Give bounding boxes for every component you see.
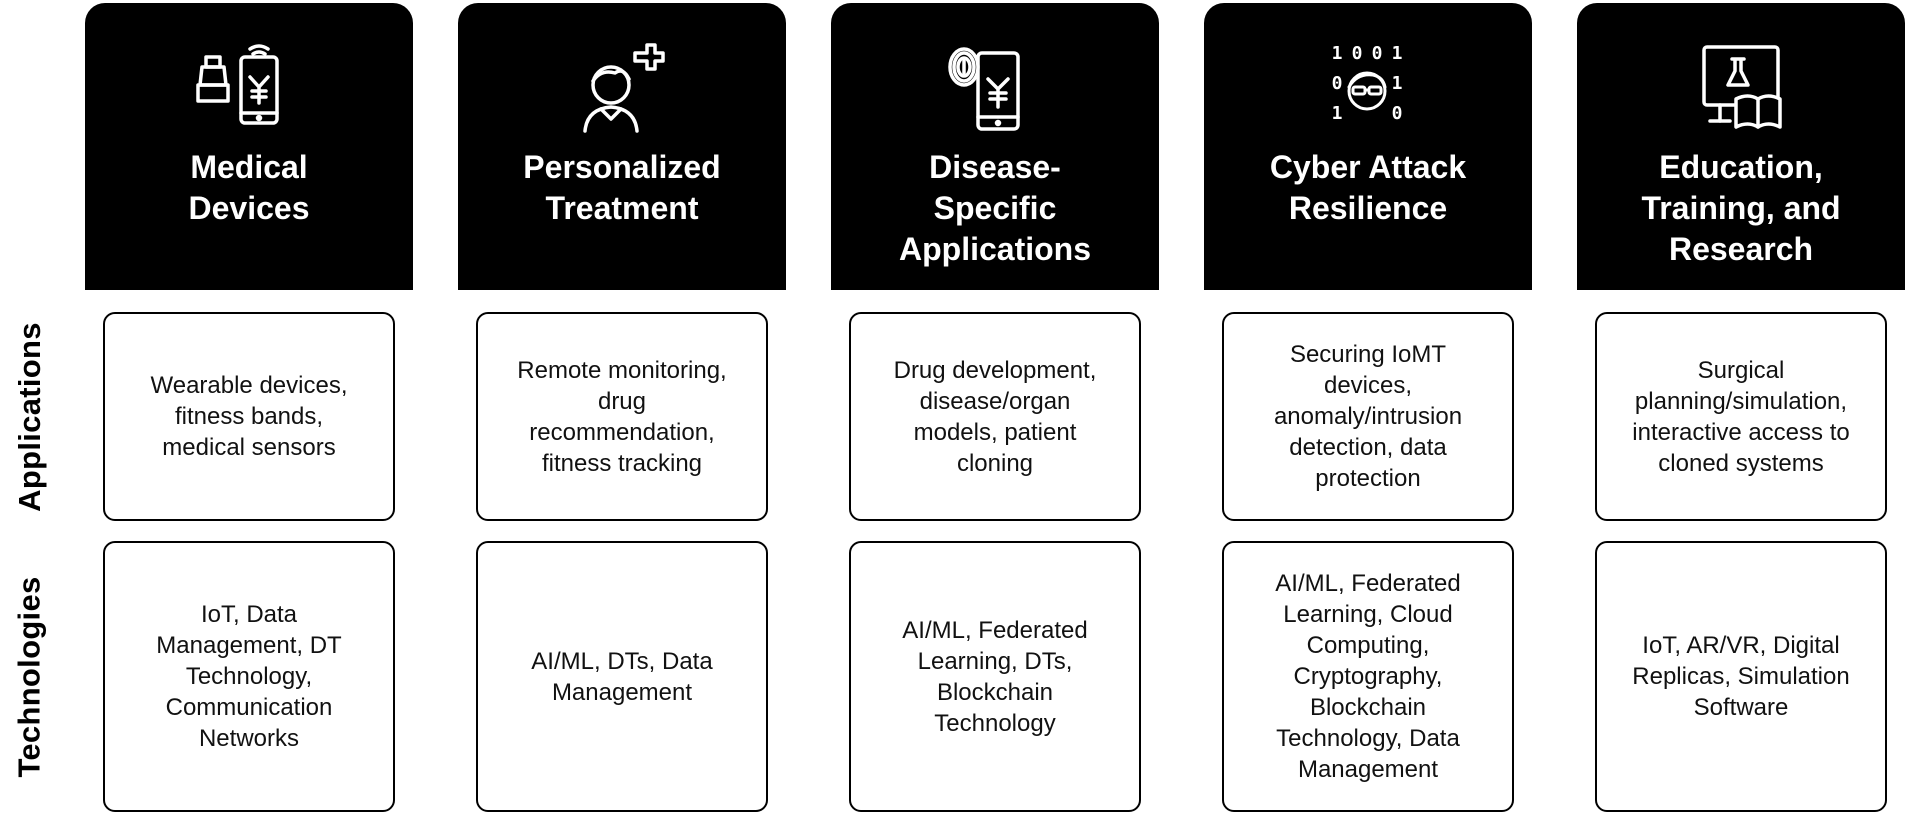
binary-digit: 0 [1352,43,1363,64]
technologies-box: AI/ML, DTs, Data Management [476,541,768,812]
column-education-training-research: Education, Training, and Research Surgic… [1577,0,1905,815]
technologies-text: IoT, AR/VR, Digital Replicas, Simulation… [1632,632,1850,721]
binary-digit: 0 [1332,73,1343,94]
column-disease-specific-applications: Disease- Specific Applications Drug deve… [831,0,1159,815]
technologies-text: AI/ML, DTs, Data Management [531,647,713,706]
applications-text: Surgical planning/simulation, interactiv… [1632,356,1850,477]
column-header: Education, Training, and Research [1577,3,1905,290]
column-header: Disease- Specific Applications [831,3,1159,290]
column-header: Medical Devices [85,3,413,290]
applications-box: Wearable devices, fitness bands, medical… [103,312,395,521]
technologies-text: AI/ML, Federated Learning, DTs, Blockcha… [902,616,1088,737]
column-title: Cyber Attack Resilience [1269,149,1467,226]
binary-digit: 1 [1392,43,1403,64]
column-title: Education, Training, and Research [1641,149,1841,267]
binary-digit: 0 [1392,103,1403,124]
column-title: Disease- Specific Applications [898,149,1091,267]
binary-digit: 1 [1332,43,1343,64]
technologies-box: IoT, Data Management, DT Technology, Com… [103,541,395,812]
column-personalized-treatment: Personalized Treatment Remote monitoring… [458,0,786,815]
row-label-technologies-text: Technologies [12,575,48,778]
column-header: 1 0 0 1 0 1 1 0 Cyber Attack Resilience [1204,3,1532,290]
applications-text: Remote monitoring, drug recommendation, … [517,356,727,477]
fingerprint-phone-icon [831,43,1159,133]
technologies-text: AI/ML, Federated Learning, Cloud Computi… [1275,570,1461,783]
column-medical-devices: Medical Devices Wearable devices, fitnes… [85,0,413,815]
technologies-box: AI/ML, Federated Learning, DTs, Blockcha… [849,541,1141,812]
applications-text: Wearable devices, fitness bands, medical… [150,372,348,461]
applications-box: Securing IoMT devices, anomaly/intrusion… [1222,312,1514,521]
applications-text: Drug development, disease/organ models, … [893,356,1097,477]
binary-digit: 1 [1392,73,1403,94]
binary-digit: 0 [1372,43,1383,64]
applications-box: Remote monitoring, drug recommendation, … [476,312,768,521]
person-plus-icon [458,43,786,133]
technologies-box: IoT, AR/VR, Digital Replicas, Simulation… [1595,541,1887,812]
column-cyber-attack-resilience: 1 0 0 1 0 1 1 0 Cyber Attack Resilience … [1204,0,1532,815]
applications-box: Drug development, disease/organ models, … [849,312,1141,521]
monitor-flask-book-icon [1577,43,1905,133]
technologies-text: IoT, Data Management, DT Technology, Com… [156,601,342,752]
applications-box: Surgical planning/simulation, interactiv… [1595,312,1887,521]
phone-medical-device-icon [85,43,413,133]
row-label-applications: Applications [0,312,60,521]
column-header: Personalized Treatment [458,3,786,290]
technologies-box: AI/ML, Federated Learning, Cloud Computi… [1222,541,1514,812]
row-label-technologies: Technologies [0,541,60,812]
column-title: Personalized Treatment [523,149,721,226]
column-title: Medical Devices [188,149,310,226]
applications-text: Securing IoMT devices, anomaly/intrusion… [1273,341,1463,492]
row-label-applications-text: Applications [12,321,47,512]
binary-digit: 1 [1332,103,1343,124]
binary-hacker-icon: 1 0 0 1 0 1 1 0 [1204,43,1532,133]
